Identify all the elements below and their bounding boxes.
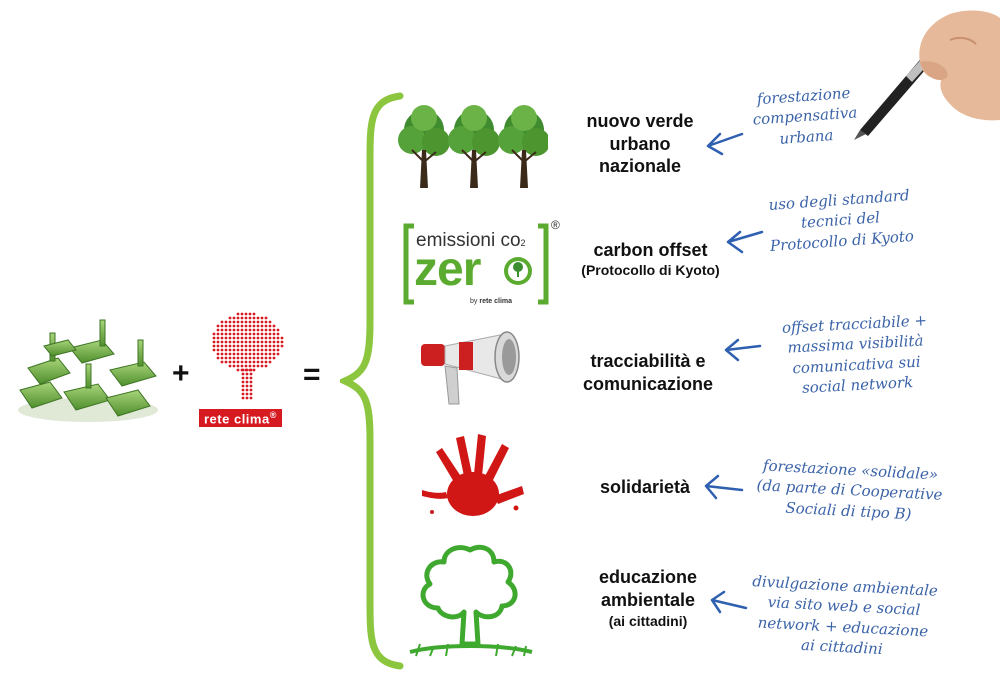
item-label-solidarieta: solidarietà (599, 477, 691, 497)
equals-sign: = (303, 358, 321, 391)
trees-icon (398, 100, 548, 195)
curly-brace (340, 92, 410, 670)
emissioni-registered-mark: ® (551, 218, 560, 232)
emissioni-zero-logo (400, 222, 560, 308)
plus-sign: + (172, 357, 190, 390)
item-label-tracciabilita: tracciabilità e comunicazione (582, 351, 714, 394)
emissioni-word: emissioni co2 (416, 230, 526, 251)
rete-clima-tree-icon (208, 312, 286, 402)
tree-drawing-icon (400, 540, 540, 665)
megaphone-icon (415, 330, 530, 410)
emissioni-by-text: by rete clima (470, 298, 513, 305)
note-offset: offset tracciabile + massima visibilità … (781, 311, 928, 397)
arrow-icon (720, 336, 764, 364)
green-factories-icon (10, 318, 160, 428)
rete-clima-logo-text: rete clima® (199, 409, 282, 428)
arrow-icon (706, 590, 750, 618)
note-solidale: forestazione «solidale» (da parte di Coo… (756, 456, 943, 523)
arrow-icon (702, 128, 746, 158)
hand-with-pen-icon (850, 0, 1000, 140)
item-label-educazione: educazione ambientale (ai cittadini) (598, 567, 698, 629)
item-label-verde: nuovo verde urbano nazionale (586, 111, 694, 176)
handprint-icon (418, 432, 533, 524)
arrow-icon (700, 474, 746, 502)
arrow-icon (722, 226, 766, 256)
note-divulgazione: divulgazione ambientale via sito web e s… (751, 572, 939, 658)
note-kyoto: uso degli standard tecnici del Protocoll… (767, 186, 915, 255)
item-label-carbon: carbon offset (Protocollo di Kyoto) (581, 240, 720, 278)
zero-word: zer (414, 243, 481, 296)
